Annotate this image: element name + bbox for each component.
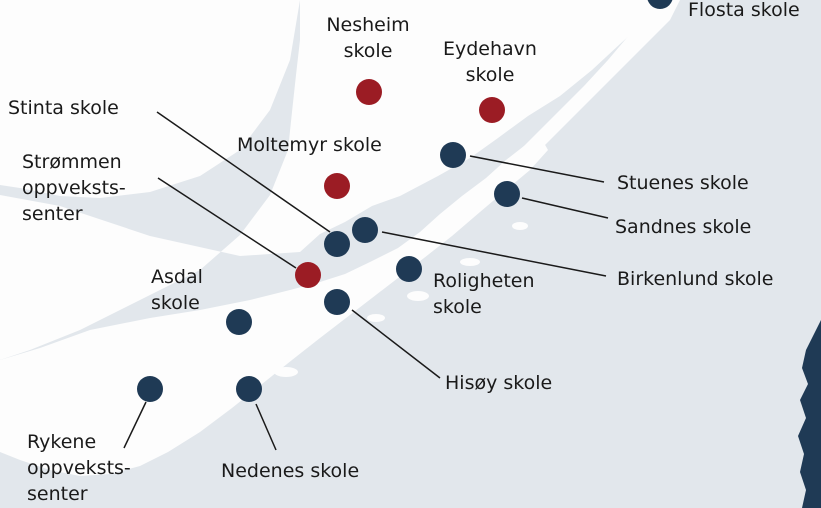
leader-birkenlund (381, 231, 607, 277)
leader-sandnes (521, 197, 609, 219)
island (274, 367, 298, 377)
marker-nedenes[interactable] (236, 376, 262, 402)
label-nesheim: Nesheim skole (326, 14, 410, 62)
label-birkenlund: Birkenlund skole (617, 268, 774, 290)
label-asdal: Asdal skole (151, 266, 203, 314)
label-strommen: Strømmen oppveksts- senter (22, 151, 126, 225)
marker-strommen[interactable] (295, 262, 321, 288)
leader-stinta (156, 111, 331, 233)
east-land (348, 0, 680, 310)
island (242, 338, 258, 346)
leader-nedenes (255, 403, 277, 451)
label-rykene: Rykene oppveksts- senter (27, 431, 131, 505)
leader-strommen (157, 177, 297, 269)
norway-inset (798, 320, 821, 508)
island (96, 378, 124, 390)
label-flosta: Flosta skole (688, 0, 800, 21)
marker-moltemyr[interactable] (324, 173, 350, 199)
island (512, 222, 528, 230)
marker-hisoy[interactable] (324, 289, 350, 315)
label-rolighetens: Roligheten skole (433, 270, 535, 318)
label-nedenes: Nedenes skole (221, 460, 360, 482)
label-stuenes: Stuenes skole (617, 172, 749, 194)
leader-rykene (123, 401, 147, 449)
label-eydehavn: Eydehavn skole (443, 38, 537, 86)
marker-stinta[interactable] (324, 231, 350, 257)
island (460, 258, 480, 266)
label-moltemyr: Moltemyr skole (237, 134, 382, 156)
marker-sandnes[interactable] (494, 181, 520, 207)
label-hisoy: Hisøy skole (445, 372, 553, 394)
island (407, 291, 429, 301)
central-land (0, 136, 548, 476)
leader-hisoy (351, 309, 441, 379)
marker-nesheim[interactable] (356, 79, 382, 105)
island (190, 353, 210, 363)
marker-flosta[interactable] (647, 0, 673, 9)
marker-birkenlund[interactable] (352, 217, 378, 243)
marker-rolighetens[interactable] (396, 256, 422, 282)
marker-eydehavn[interactable] (479, 97, 505, 123)
leader-lines (123, 111, 609, 451)
marker-stuenes[interactable] (440, 142, 466, 168)
island (367, 314, 385, 322)
school-markers (137, 0, 673, 402)
island (38, 383, 82, 401)
label-sandnes: Sandnes skole (615, 216, 752, 238)
marker-asdal[interactable] (226, 309, 252, 335)
marker-rykene[interactable] (137, 376, 163, 402)
mainland-west (0, 0, 300, 198)
label-stinta: Stinta skole (8, 97, 119, 119)
leader-stuenes (469, 155, 605, 183)
